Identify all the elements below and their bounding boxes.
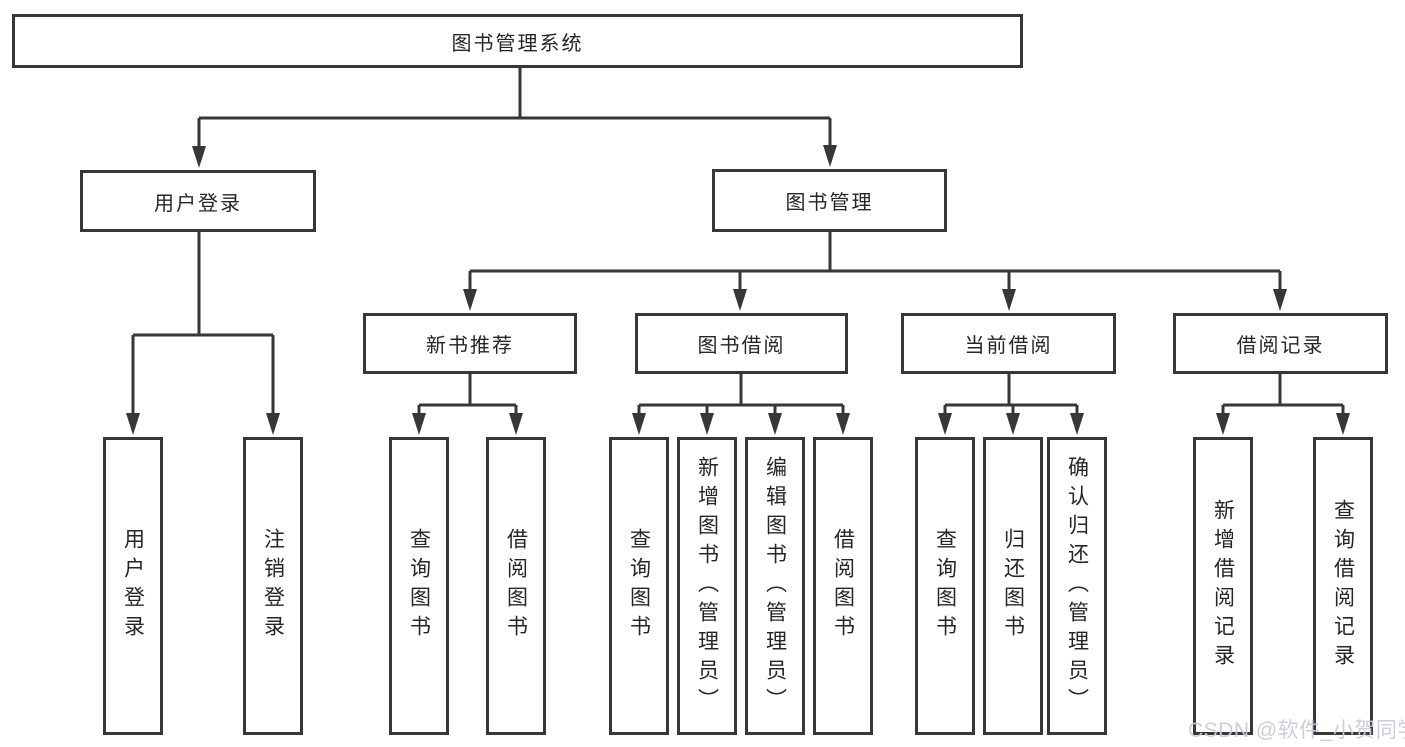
arrowhead-icon [412, 413, 426, 435]
node-label: 归还图书 [1001, 528, 1025, 644]
arrowhead-icon [700, 413, 714, 435]
arrowhead-icon [1006, 413, 1020, 435]
watermark: CSDN @软件_小贺同学 [1188, 719, 1405, 742]
node-borrow-records: 借阅记录 [1173, 313, 1388, 374]
arrowhead-icon [1336, 413, 1350, 435]
node-new-book-recommend: 新书推荐 [363, 313, 577, 374]
node-label: 查询借阅记录 [1331, 499, 1355, 673]
arrowheads [126, 145, 1350, 435]
arrowhead-icon [938, 413, 952, 435]
arrowhead-icon [1002, 289, 1016, 311]
node-label: 借阅图书 [831, 528, 855, 644]
node-label: 新增借阅记录 [1211, 499, 1235, 673]
node-user-login: 用户登录 [80, 170, 316, 232]
arrowhead-icon [509, 413, 523, 435]
arrowhead-icon [836, 413, 850, 435]
arrowhead-icon [632, 413, 646, 435]
arrowhead-icon [733, 289, 747, 311]
leaf-confirm-return-admin: 确认归还（管理员） [1047, 437, 1107, 735]
arrowhead-icon [192, 146, 206, 168]
arrowhead-icon [126, 413, 140, 435]
node-label: 用户登录 [121, 528, 145, 644]
node-book-borrow: 图书借阅 [635, 313, 848, 374]
arrowhead-icon [1216, 413, 1230, 435]
leaf-query-books-recommend: 查询图书 [389, 437, 449, 735]
arrowhead-icon [266, 413, 280, 435]
arrowhead-icon [1070, 413, 1084, 435]
node-label: 确认归还（管理员） [1065, 455, 1089, 717]
arrowhead-icon [768, 413, 782, 435]
node-library-system: 图书管理系统 [12, 14, 1023, 68]
leaf-query-books-current: 查询图书 [915, 437, 975, 735]
leaf-edit-books-admin: 编辑图书（管理员） [745, 437, 805, 735]
node-book-management: 图书管理 [712, 169, 947, 232]
leaf-query-borrow-record: 查询借阅记录 [1313, 437, 1373, 735]
leaf-return-books: 归还图书 [983, 437, 1043, 735]
node-current-borrow: 当前借阅 [901, 313, 1116, 374]
leaf-add-borrow-record: 新增借阅记录 [1193, 437, 1253, 735]
leaf-add-books-admin: 新增图书（管理员） [677, 437, 737, 735]
leaf-logout: 注销登录 [243, 437, 303, 735]
node-label: 查询图书 [627, 528, 651, 644]
connector-stems [131, 68, 1345, 415]
leaf-user-login: 用户登录 [103, 437, 163, 735]
node-label: 注销登录 [261, 528, 285, 644]
arrowhead-icon [823, 145, 837, 167]
leaf-borrow-books-recommend: 借阅图书 [486, 437, 546, 735]
node-label: 借阅图书 [504, 528, 528, 644]
node-label: 查询图书 [407, 528, 431, 644]
arrowhead-icon [463, 289, 477, 311]
node-label: 查询图书 [933, 528, 957, 644]
leaf-query-books-borrow: 查询图书 [609, 437, 669, 735]
arrowhead-icon [1273, 289, 1287, 311]
leaf-borrow-books: 借阅图书 [813, 437, 873, 735]
node-label: 新增图书（管理员） [695, 455, 719, 717]
node-label: 编辑图书（管理员） [763, 455, 787, 717]
